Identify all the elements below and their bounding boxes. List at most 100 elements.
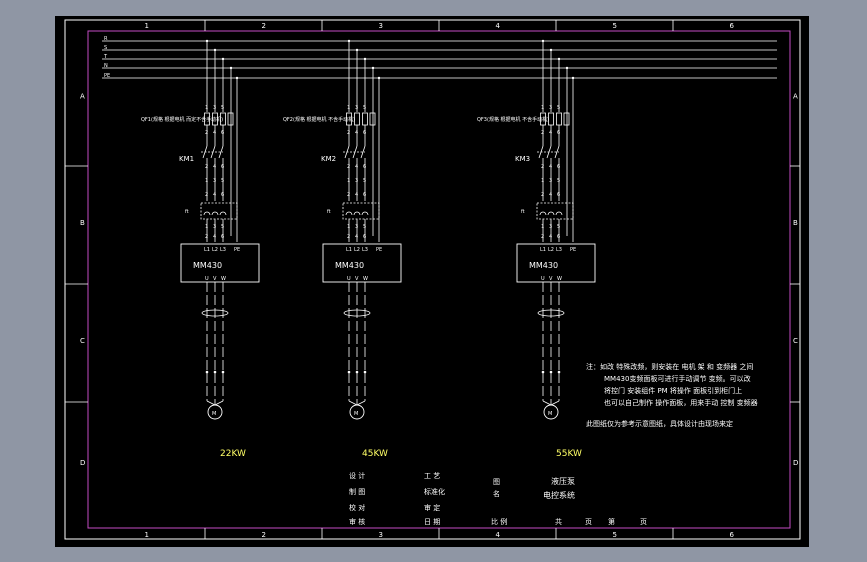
column-label-top: 6 [730,22,735,30]
fuse-aux [227,112,234,126]
drive-input-label: L1 [540,247,546,253]
terminal-number: 2 [205,130,208,136]
row-label-left: C [80,337,85,345]
terminal-number: 3 [355,224,358,230]
sheet-no-label: 第 [608,517,615,526]
bus-junction [549,48,553,52]
terminal-number: 4 [549,192,552,198]
title-block: 设 计工 艺制 图标准化校 对审 定审 核日 期图名液压泵电控系统比 例共页第页 [349,471,647,526]
contact-blade [218,145,224,159]
drawing-name-2: 电控系统 [543,490,575,500]
drive-output-label: W [557,276,562,282]
fuse [548,112,554,126]
bus-junction [363,57,367,61]
outer-frame [64,19,801,540]
row-label-right: C [793,337,798,345]
terminal-number: 5 [363,105,366,111]
ct-ring [537,309,565,317]
terminal-number: 4 [355,164,358,170]
terminal-number: 6 [221,234,224,240]
terminal-number: 4 [549,130,552,136]
terminal-number: 1 [205,178,208,184]
motor-power-label: 45KW [362,449,388,459]
terminal-number: 3 [549,224,552,230]
bus-junction [213,48,217,52]
title-field-mid: 审 定 [424,503,440,512]
fuse [362,112,368,126]
column-label-bottom: 1 [145,531,149,539]
bus-junction [557,57,561,61]
note-line: 也可以自己制作 操作面板，用来手动 控制 变频器 [604,398,758,407]
relay-label: ft [185,209,189,215]
terminal-number: 1 [347,105,350,111]
terminal-number: 2 [205,164,208,170]
bus-label: T [103,54,108,60]
terminal-number: 4 [355,130,358,136]
motor-lead [356,400,366,406]
terminal-number: 6 [221,130,224,136]
contactor-label: KM3 [515,155,530,163]
terminal-number: 5 [221,224,224,230]
breaker-label: QF3(规格 根据电机 不含手动机) [477,116,549,123]
bus-label: R [104,36,108,42]
drive-input-label: PE [376,247,382,253]
terminal-number: 6 [557,192,560,198]
title-name-label: 名 [493,489,500,498]
contactor-label: KM2 [321,155,336,163]
terminal-number: 6 [363,192,366,198]
thermal-element [219,211,227,216]
terminal-number: 5 [363,224,366,230]
note-line: 注：如改 特殊改频，则安装在 电机 架 和 变频器 之间 [586,362,753,371]
thermal-element [345,211,353,216]
motor-lead [214,400,224,406]
column-label-top: 1 [145,22,149,30]
title-field-left: 审 核 [349,517,365,526]
drive-output-label: U [541,276,545,282]
terminal-number: 5 [557,105,560,111]
terminal-number: 6 [221,192,224,198]
terminal-number: 6 [363,234,366,240]
terminal-number: 6 [557,164,560,170]
drive-input-label: L2 [212,247,218,253]
terminal-number: 1 [347,224,350,230]
page-unit: 页 [640,518,647,526]
motor-lead [206,400,216,406]
row-label-right: B [793,219,798,227]
terminal-number: 5 [557,224,560,230]
terminal-dot [541,370,545,374]
note-line: MM430变频面板可进行手动调节 变频。可以改 [604,374,751,383]
bus-junction [571,76,575,80]
terminal-dot [221,370,225,374]
bus-label: N [104,63,108,69]
row-label-left: A [80,93,85,101]
thermal-element [203,211,211,216]
terminal-number: 4 [549,164,552,170]
column-label-bottom: 3 [379,531,383,539]
contactor-label: KM1 [179,155,194,163]
drive-input-label: L1 [204,247,210,253]
terminal-number: 2 [347,192,350,198]
terminal-dot [347,370,351,374]
breaker-label: QF2(规格 根据电机 不含手动机) [283,116,355,123]
motor-lead [550,400,560,406]
terminal-number: 2 [347,164,350,170]
thermal-element [353,211,361,216]
terminal-number: 6 [221,164,224,170]
terminal-number: 2 [347,130,350,136]
terminal-number: 5 [557,178,560,184]
terminal-number: 3 [355,178,358,184]
terminal-number: 4 [213,130,216,136]
fuse-aux [563,112,570,126]
motor-letter: M [548,411,552,417]
bus-junction [221,57,225,61]
ct-ring [343,309,371,317]
scale-label: 比 例 [491,517,507,526]
terminal-number: 4 [549,234,552,240]
drive-output-label: W [363,276,368,282]
drive-input-label: L1 [346,247,352,253]
terminal-number: 1 [205,105,208,111]
terminal-number: 4 [213,164,216,170]
drive-box [180,243,260,283]
